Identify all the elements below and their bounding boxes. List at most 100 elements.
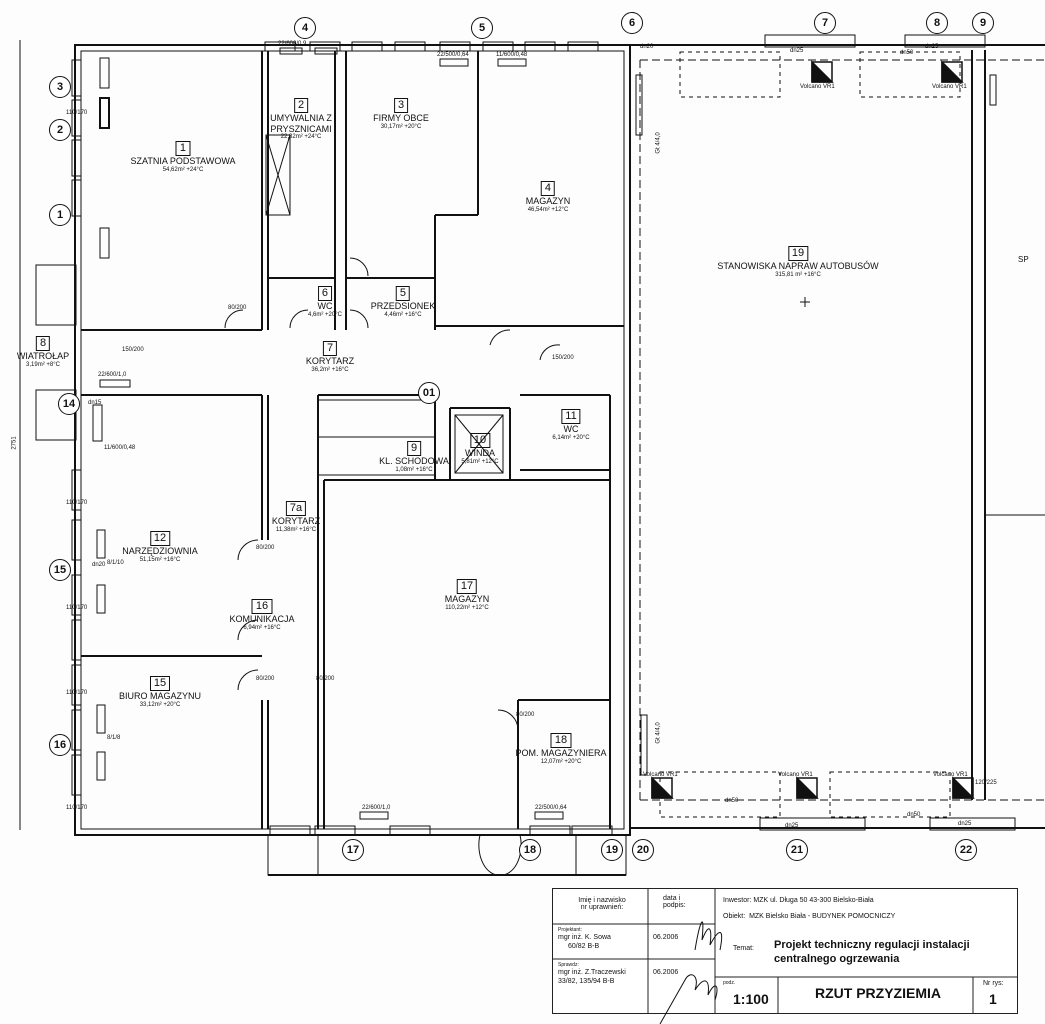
checker-date: 06.2006 — [653, 969, 679, 976]
room-number: 10 — [469, 433, 491, 448]
room-name: KOMUNIKACJA — [229, 614, 295, 625]
room-name: WINDA — [464, 448, 495, 459]
room-area: 4,46m² +16°C — [384, 311, 422, 318]
room-area: 110,22m² +12°C — [445, 604, 489, 611]
radiator-label: 8/1/8 — [107, 735, 121, 741]
window-dimension: 110/170 — [66, 805, 88, 811]
room-area: 6,14m² +20°C — [552, 434, 590, 441]
pipe-label: dn50 — [725, 798, 739, 804]
radiator-label: 11/600/0,48 — [496, 52, 528, 58]
axis-marker: 8 — [926, 12, 948, 34]
room-name: MAGAZYN — [444, 594, 490, 605]
investor-row: Inwestor: MZK ul. Długa 50 43-300 Bielsk… — [723, 897, 874, 904]
name-header-text2: nr uprawnień: — [580, 904, 624, 911]
door-dimension: 120/225 — [975, 780, 997, 786]
pipe-label: dn20 — [640, 44, 654, 50]
room-name: KORYTARZ — [271, 516, 321, 527]
axis-marker: 7 — [814, 12, 836, 34]
door-dimension: 150/200 — [552, 355, 574, 361]
room-number: 1 — [175, 141, 191, 156]
investor-value: MZK ul. Długa 50 43-300 Bielsko-Biała — [753, 897, 874, 904]
axis-marker: 5 — [471, 17, 493, 39]
room-name: MAGAZYN — [525, 196, 571, 207]
room-area: 51,15m² +16°C — [139, 556, 181, 563]
axis-marker: 4 — [294, 17, 316, 39]
room-number: 8 — [35, 336, 51, 351]
checker-license: 33/82, 135/94 B-B — [558, 978, 615, 985]
sheet-label: Nr rys: — [983, 980, 1004, 987]
room-number: 12 — [149, 531, 171, 546]
adjacent-room-label: SP — [1018, 255, 1029, 264]
room-area: 11,38m² +16°C — [275, 526, 317, 533]
room-name: POM. MAGAZYNIERA — [515, 748, 607, 759]
designer-name: mgr inż. K. Sowa — [558, 934, 611, 941]
room-area: 22,32m² +24°C — [280, 134, 322, 141]
designer-license: 60/82 B-B — [568, 943, 600, 950]
room-area: 46,54m² +12°C — [527, 206, 569, 213]
room-area: 30,17m² +20°C — [380, 123, 422, 130]
room-number: 9 — [406, 441, 422, 456]
title-block-grid — [553, 889, 1017, 1013]
room-number: 16 — [251, 599, 273, 614]
room-name: SZATNIA PODSTAWOWA — [130, 156, 236, 167]
volcano-heater-label: Volcano VR1 — [643, 772, 678, 778]
scale-value: 1:100 — [733, 991, 769, 1007]
object-row: Obiekt: MZK Bielsko Biała - BUDYNEK POMO… — [723, 913, 895, 920]
gt-heater-label: Gt 4/4,0 — [655, 132, 662, 154]
name-header-text: Imię i nazwisko — [578, 897, 626, 904]
pipe-label: dn50 — [900, 50, 914, 56]
door-dimension: 80/200 — [228, 305, 247, 311]
window-dimension: 110/170 — [66, 110, 88, 116]
room-area: 315,81 m² +16°C — [775, 271, 821, 278]
door-dimension: 80/200 — [316, 676, 335, 682]
axis-marker: 15 — [49, 559, 71, 581]
axis-marker: 9 — [972, 12, 994, 34]
room-area: 12,07m² +20°C — [540, 758, 582, 765]
room-number: 15 — [149, 676, 171, 691]
axis-marker: 19 — [601, 839, 623, 861]
date-header-text: data i — [663, 895, 681, 902]
object-label: Obiekt: — [723, 913, 746, 920]
radiator-label: 22/600/1,0 — [362, 805, 391, 811]
room-name: NARZĘDZIOWNIA — [122, 546, 198, 557]
door-dimension: 80/200 — [256, 545, 275, 551]
gt-heater-label: Gt 4/4,0 — [655, 722, 662, 744]
date-header-text2: podpis: — [663, 902, 686, 909]
volcano-heater-label: Volcano VR1 — [778, 772, 813, 778]
room-name-line2: PRYSZNICAMI — [270, 123, 332, 134]
object-value: MZK Bielsko Biała - BUDYNEK POMOCNICZY — [749, 913, 896, 920]
pipe-label: dn50 — [907, 812, 921, 818]
window-dimension: 110/170 — [66, 690, 88, 696]
axis-marker: 6 — [621, 12, 643, 34]
axis-marker: 17 — [342, 839, 364, 861]
window-dimension: 110/170 — [66, 500, 88, 506]
room-number: 3 — [393, 98, 409, 113]
checker-name: mgr inż. Z.Traczewski — [558, 969, 626, 976]
volcano-heater-label: Volcano VR1 — [932, 84, 967, 90]
axis-marker: 22 — [955, 839, 977, 861]
axis-marker: 16 — [49, 734, 71, 756]
axis-marker: 3 — [49, 76, 71, 98]
pipe-label: dn25 — [925, 44, 939, 50]
designer-date: 06.2006 — [653, 934, 679, 941]
radiator-label: 8/1/10 — [107, 560, 124, 566]
door-dimension: 80/200 — [516, 712, 535, 718]
signature — [659, 921, 723, 1024]
room-number: 5 — [395, 286, 411, 301]
room-name: BIURO MAGAZYNU — [118, 691, 202, 702]
room-number: 6 — [317, 286, 333, 301]
pipe-label: dn25 — [790, 48, 804, 54]
room-name: FIRMY OBCE — [373, 113, 429, 124]
room-name: PRZEDSIONEK — [370, 301, 436, 312]
